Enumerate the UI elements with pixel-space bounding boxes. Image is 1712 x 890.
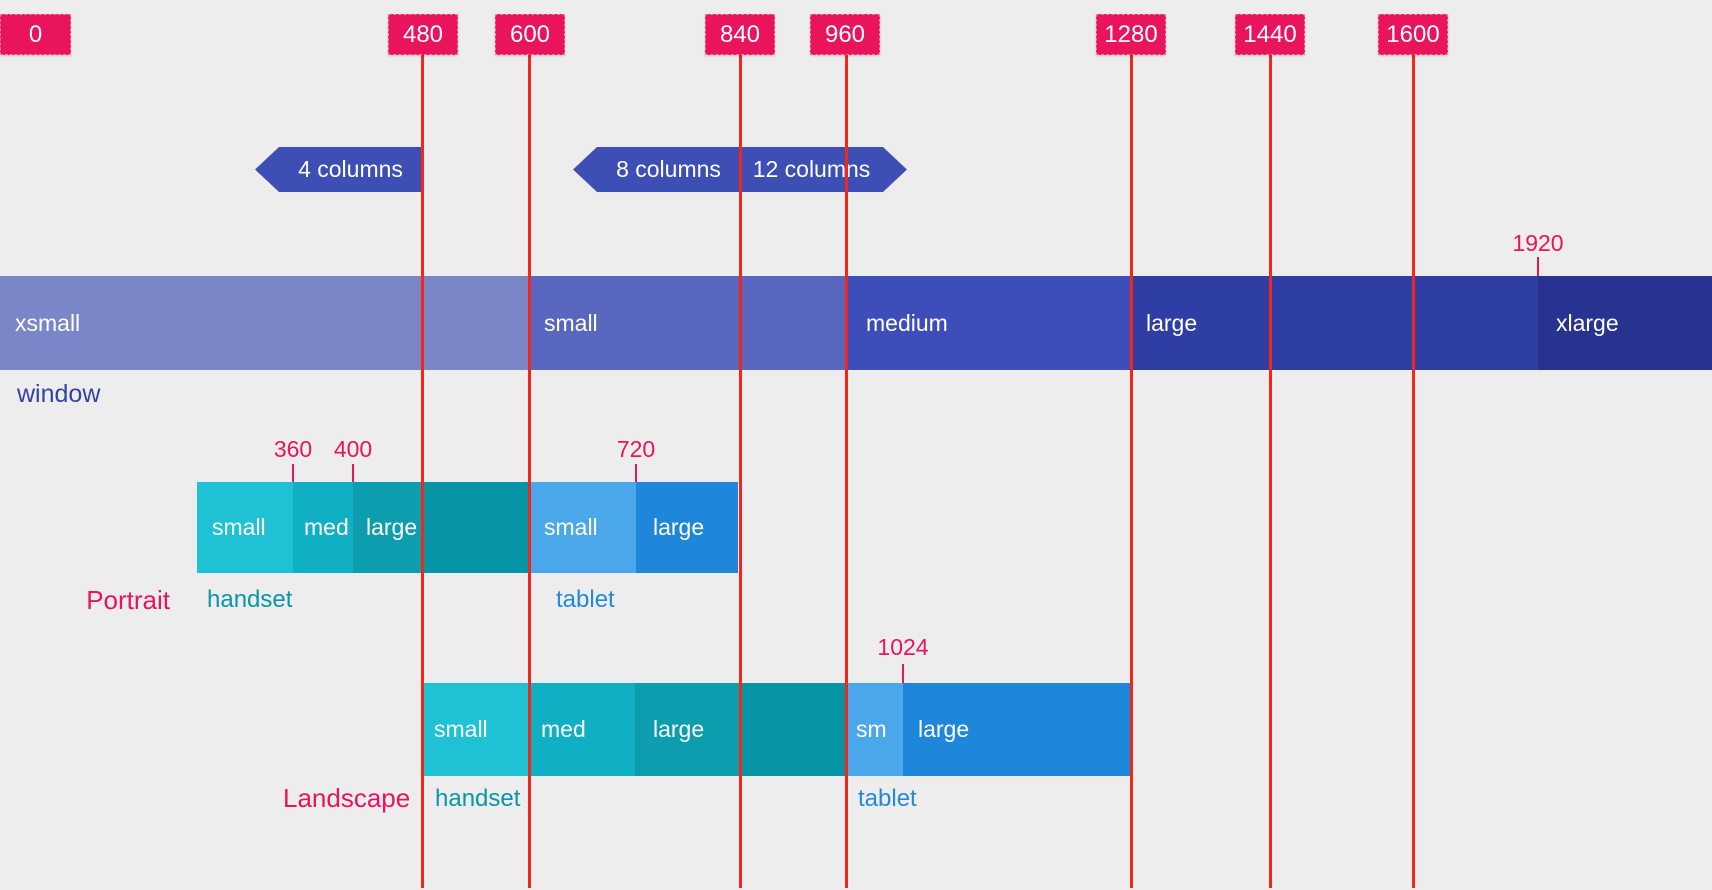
segment-label: small [212,514,266,540]
window-segment-xlarge: xlarge [1538,276,1712,370]
breakpoint-line-960 [845,55,848,888]
breakpoint-chip-label: 0 [28,20,43,48]
breakpoint-chip-1440: 1440 [1235,14,1305,55]
landscape-handset-large: large [635,683,740,776]
breakpoint-chip-1600: 1600 [1378,14,1448,55]
segment-label: large [366,514,418,540]
landscape-handset-label: handset [435,785,521,812]
landscape-handset-end [740,683,846,776]
breakpoint-line-1440 [1269,55,1272,888]
portrait-handset-small: small [197,482,293,573]
segment-label: large [653,514,705,540]
landscape-handset-small: small [422,683,529,776]
portrait-handset-label: handset [207,586,293,613]
breakpoint-chip-label: 480 [402,20,444,48]
segment-label: med [541,716,586,742]
window-segment-large: large [1131,276,1538,370]
breakpoint-chip-label: 600 [509,20,551,48]
segment-label: large [918,716,970,742]
breakpoint-line-600 [528,55,531,888]
portrait-handset-med: med [293,482,353,573]
landscape-row-label: Landscape [283,783,411,813]
breakpoint-chip-960: 960 [810,14,880,55]
landscape-tablet-large: large [903,683,1131,776]
tick-1024 [902,664,904,683]
segment-label: xsmall [15,309,81,336]
breakpoint-line-1280 [1130,55,1133,888]
window-bar-label: window [17,380,101,408]
portrait-tablet-small: small [529,482,636,573]
landscape-device-bar: small med large sm large [0,683,1712,776]
portrait-handset-large: large [353,482,422,573]
portrait-tablet-large: large [636,482,738,573]
badge-4-columns-label: 4 columns [298,156,403,182]
segment-label: medium [866,309,948,336]
window-segment-small: small [529,276,846,370]
badge-4-columns: 4 columns [255,147,422,192]
landscape-tablet-small: sm [846,683,903,776]
tick-label-1024: 1024 [877,634,929,660]
breakpoint-chip-label: 1440 [1243,20,1297,48]
segment-label: small [544,514,598,540]
tick-720 [635,464,637,482]
breakpoint-line-840 [739,55,742,888]
landscape-handset-med: med [529,683,635,776]
badge-12-columns-label: 12 columns [752,156,871,182]
breakpoint-chip-480: 480 [388,14,458,55]
window-segment-xsmall: xsmall [0,276,529,370]
segment-label: med [304,514,349,540]
tick-1920 [1537,257,1539,276]
tick-360 [292,464,294,482]
breakpoint-chip-840: 840 [705,14,775,55]
landscape-tablet-label: tablet [858,785,917,812]
portrait-handset-end [422,482,529,573]
segment-label: large [653,716,705,742]
tick-label-1920: 1920 [1512,230,1564,256]
breakpoint-chip-label: 960 [824,20,866,48]
tick-label-360: 360 [273,436,313,462]
portrait-row-label: Portrait [86,585,170,615]
breakpoint-chip-0: 0 [0,14,71,55]
segment-label: sm [856,716,887,742]
breakpoint-chip-label: 840 [719,20,761,48]
tick-400 [352,464,354,482]
segment-label: xlarge [1556,309,1619,336]
breakpoint-chip-label: 1280 [1104,20,1158,48]
tick-label-720: 720 [616,436,656,462]
breakpoint-line-1600 [1412,55,1415,888]
window-size-bar: xsmall small medium large xlarge [0,276,1712,370]
portrait-tablet-label: tablet [556,586,615,613]
tick-label-400: 400 [333,436,373,462]
breakpoint-chip-label: 1600 [1386,20,1440,48]
segment-label: large [1146,309,1198,336]
badge-8-columns-label: 8 columns [616,156,721,182]
segment-label: small [544,309,598,336]
segment-label: small [434,716,488,742]
window-segment-medium: medium [846,276,1131,370]
breakpoint-chip-600: 600 [495,14,565,55]
breakpoint-chip-1280: 1280 [1096,14,1166,55]
breakpoint-line-480 [421,55,424,888]
portrait-device-bar: small med large small large [0,482,1712,573]
